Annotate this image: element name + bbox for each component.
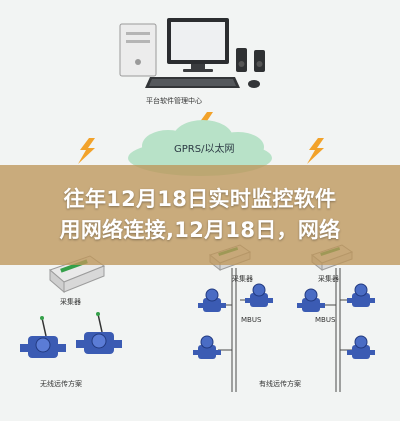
water-meter-icon: [297, 288, 325, 312]
cloud-label: GPRS/以太网: [174, 142, 234, 155]
right-collector-label-b: 采集器: [318, 274, 339, 283]
mbus-label-a: MBUS: [241, 316, 262, 324]
left-collector-label: 采集器: [60, 297, 81, 306]
banner-line-2: 用网络连接,12月18日，网络: [59, 218, 341, 242]
computer-tower-icon: [119, 23, 157, 77]
wireless-meter-icon: [20, 316, 66, 358]
mbus-wire: [218, 268, 352, 392]
right-collector-label-a: 采集器: [232, 274, 253, 283]
title-banner: 往年12月18日实时监控软件 用网络连接,12月18日，网络: [0, 165, 400, 265]
mouse-icon: [248, 80, 260, 88]
water-meter-icon: [193, 335, 221, 359]
wireless-scheme-label: 无线远传方案: [40, 379, 82, 388]
lightning-bolt-icon: [78, 138, 95, 164]
monitor-icon: [167, 18, 229, 72]
wired-scheme-label: 有线远传方案: [259, 379, 301, 388]
water-meter-icon: [245, 283, 273, 307]
lightning-bolt-icon: [307, 138, 324, 164]
water-meter-icon: [198, 288, 226, 312]
wireless-meter-icon: [76, 312, 122, 354]
keyboard-icon: [145, 77, 240, 88]
center-label: 平台软件管理中心: [146, 96, 202, 105]
banner-line-1: 往年12月18日实时监控软件: [63, 187, 337, 211]
speaker-icon: [236, 48, 265, 72]
water-meter-icon: [347, 335, 375, 359]
water-meter-icon: [347, 283, 375, 307]
mbus-label-b: MBUS: [315, 316, 336, 324]
